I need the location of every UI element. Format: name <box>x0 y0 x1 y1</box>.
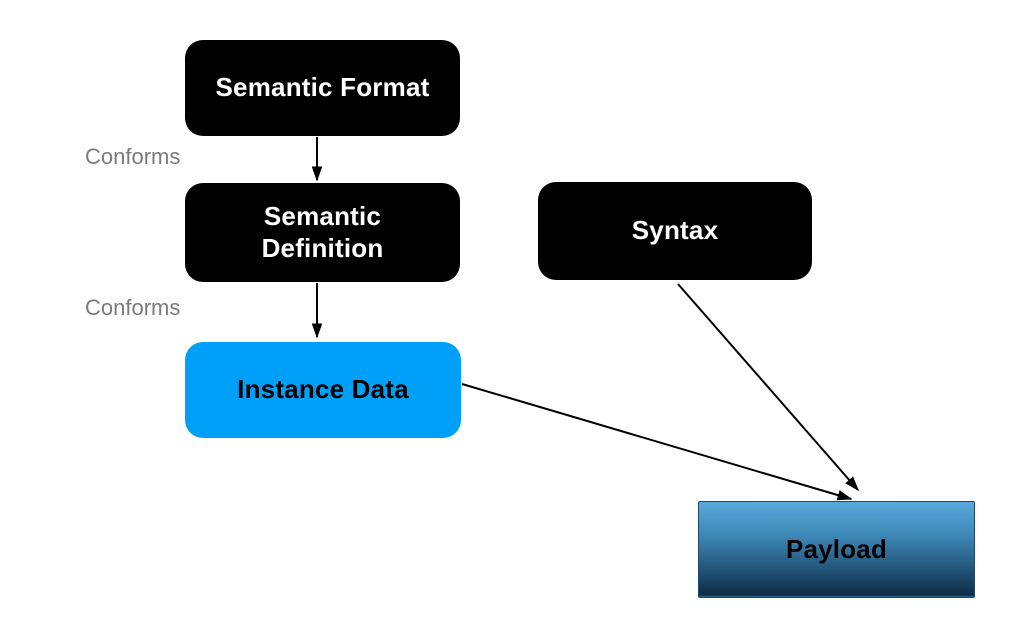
node-semantic-definition: Semantic Definition <box>185 183 460 282</box>
node-semantic-format-label: Semantic Format <box>215 72 430 103</box>
node-syntax: Syntax <box>538 182 812 280</box>
arrow-syntax-to-payload <box>677 283 859 492</box>
node-semantic-format: Semantic Format <box>185 40 460 136</box>
edge-label-conforms-2: Conforms <box>85 295 181 320</box>
node-semantic-definition-label: Semantic Definition <box>261 200 384 263</box>
arrow-instance-data-to-payload <box>461 383 853 501</box>
node-payload: Payload <box>698 501 975 598</box>
node-instance-data: Instance Data <box>185 342 461 438</box>
edge-label-conforms-1: Conforms <box>85 144 181 169</box>
node-syntax-label: Syntax <box>631 215 719 246</box>
node-instance-data-label: Instance Data <box>237 374 409 405</box>
node-payload-label: Payload <box>785 533 888 564</box>
